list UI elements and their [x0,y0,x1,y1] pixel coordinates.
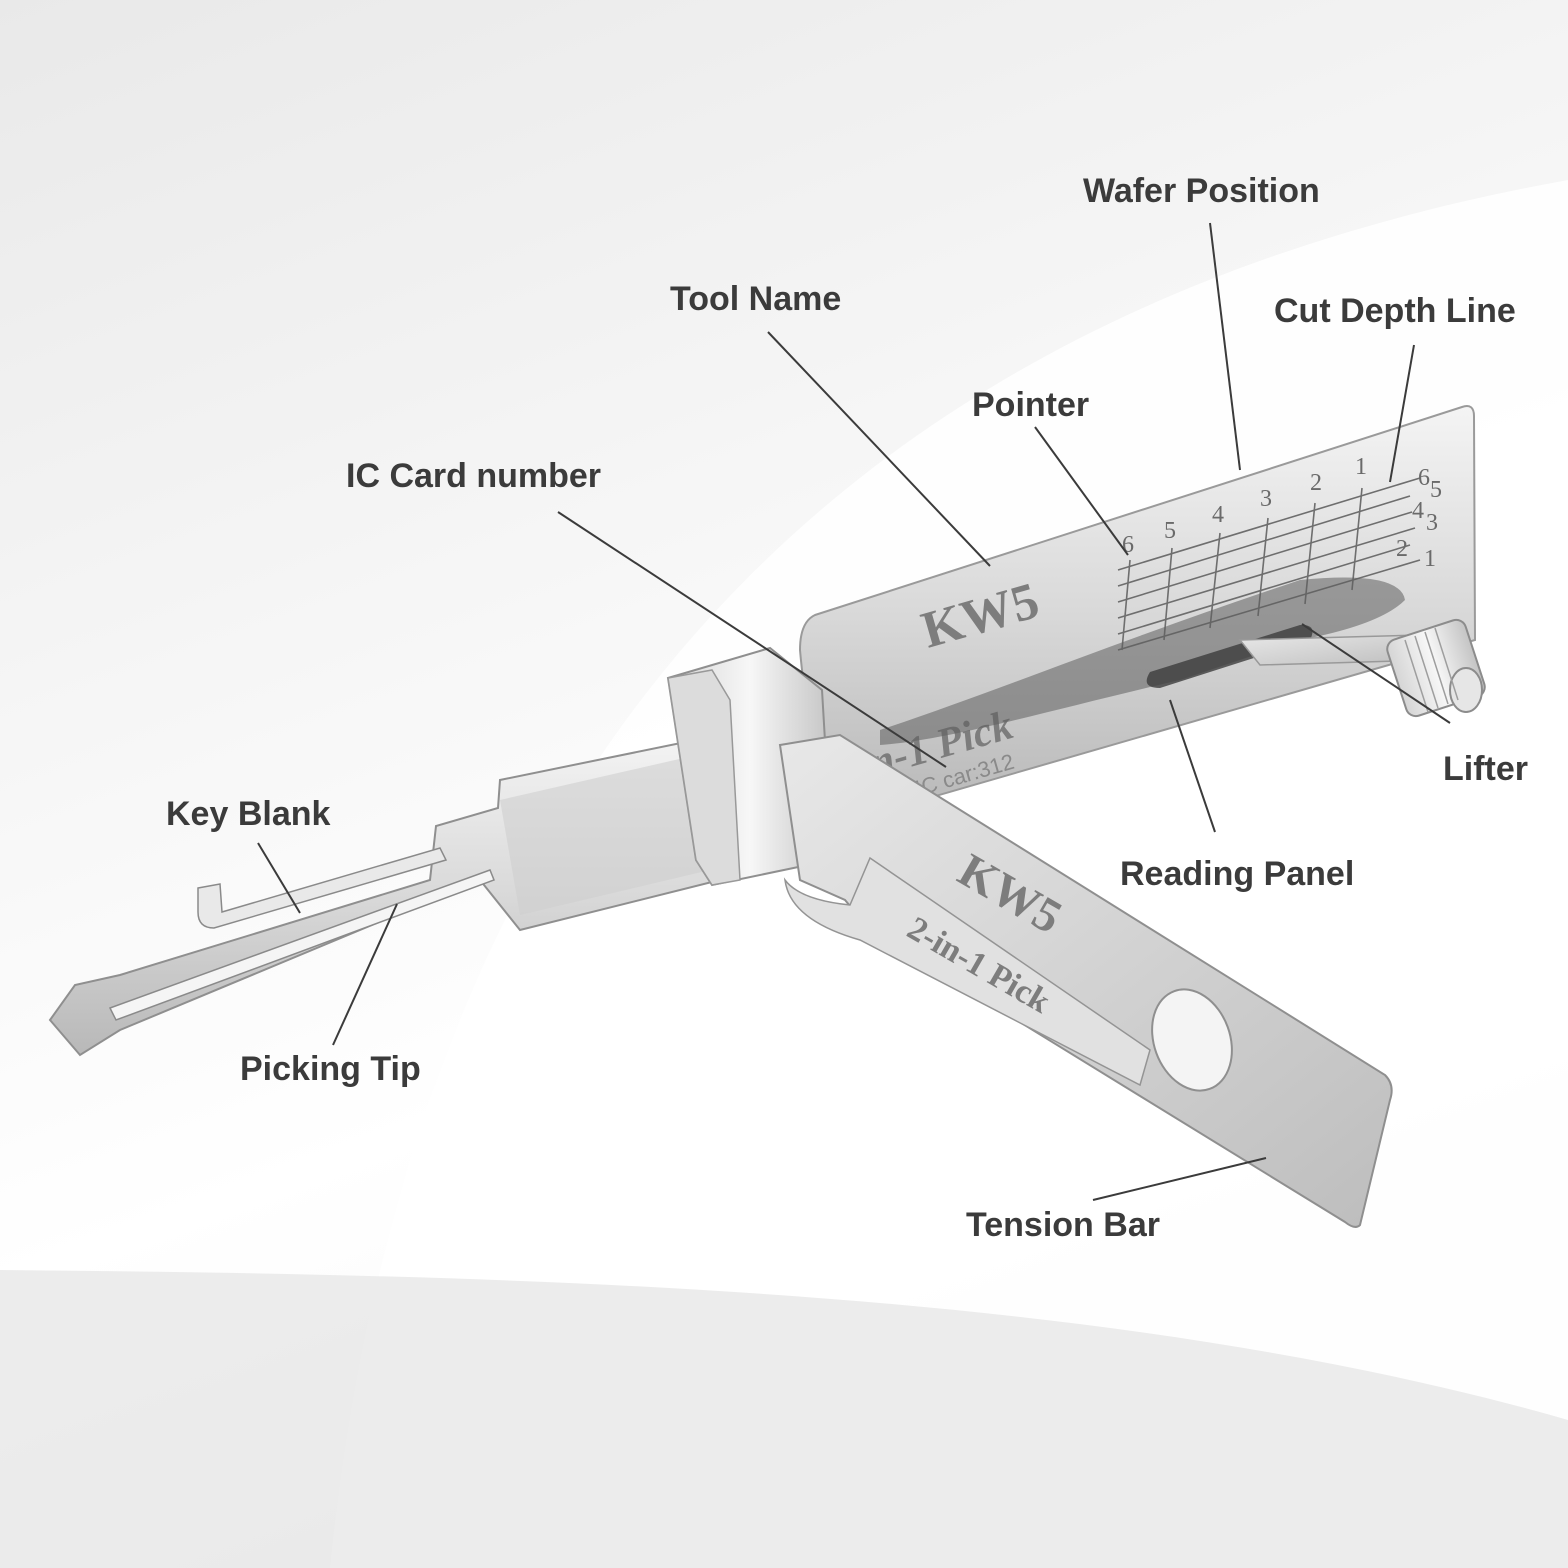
label-tool-name: Tool Name [670,280,842,318]
pointer-arm [880,577,1405,745]
lifter-knob [1386,618,1486,718]
leader-lines [257,222,1451,1201]
leader-ic-card-number [557,511,947,768]
label-lifter: Lifter [1443,750,1528,788]
wafer-number: 3 [1260,486,1272,512]
label-pointer: Pointer [972,386,1090,424]
wafer-number: 5 [1164,518,1176,544]
leader-tool-name [767,331,991,567]
tension-bar-lower-arm [783,856,1151,1087]
wafer-number: 2 [1310,470,1322,496]
label-reading-panel: Reading Panel [1120,855,1355,893]
leader-tension-bar [1092,1157,1267,1201]
label-picking-tip: Picking Tip [240,1050,421,1088]
label-tension-bar: Tension Bar [966,1206,1160,1244]
tension-bar-hole [1151,988,1233,1092]
depth-number: 3 [1426,510,1438,536]
wafer-number: 1 [1355,454,1367,480]
depth-number: 1 [1424,546,1436,572]
background-floor-band [0,1270,1568,1568]
depth-number: 4 [1412,498,1424,524]
label-cut-depth-line: Cut Depth Line [1274,292,1516,330]
wafer-number: 4 [1212,502,1224,528]
tension-bar-plate [778,733,1393,1228]
leader-lifter [1301,623,1451,724]
picking-tip-hook [197,847,448,929]
leader-cut-depth-line [1389,344,1415,483]
leader-pointer [1034,426,1129,556]
picking-tip-rod [108,869,495,1021]
leader-reading-panel [1169,699,1216,833]
label-ic-card-number: IC Card number [346,457,602,495]
depth-number: 2 [1396,536,1408,562]
key-blank-texture [500,752,710,915]
depth-number: 6 [1418,465,1430,491]
leader-key-blank [257,842,301,914]
label-key-blank: Key Blank [166,795,331,833]
label-wafer-position: Wafer Position [1083,172,1320,210]
leader-wafer-position [1209,222,1241,471]
sleeve-block-front [667,669,741,886]
depth-number: 5 [1430,477,1442,503]
leader-picking-tip [332,903,398,1046]
depth-number-column: 6 5 4 3 2 1 [1396,465,1442,572]
